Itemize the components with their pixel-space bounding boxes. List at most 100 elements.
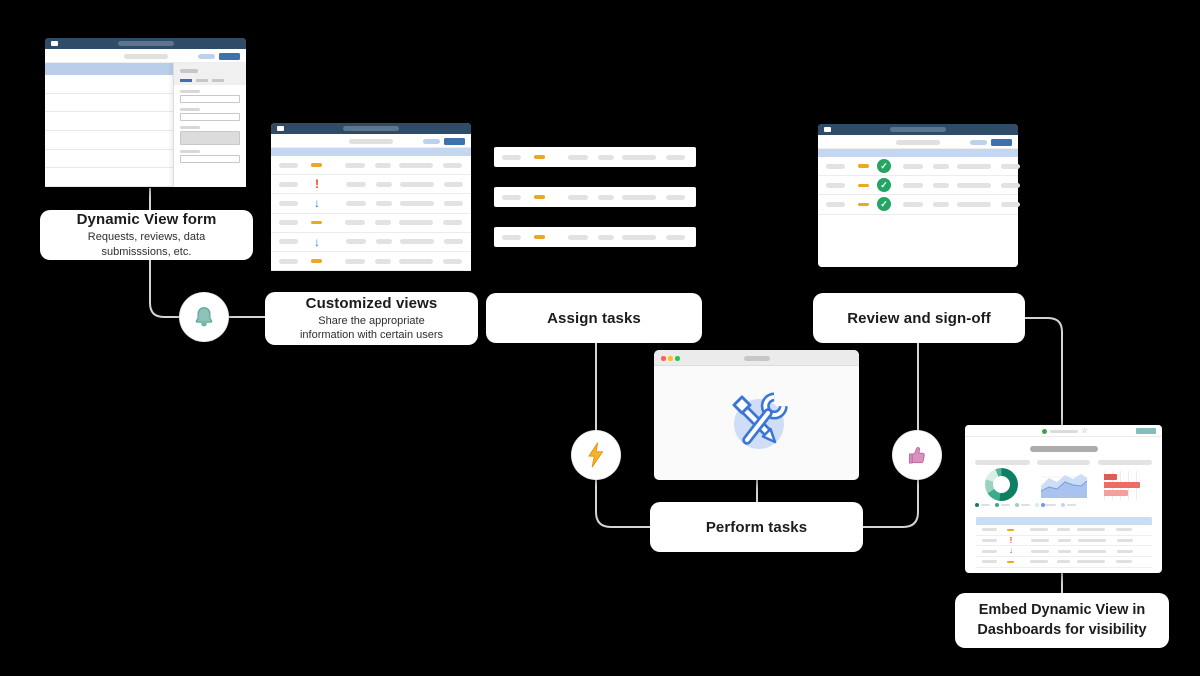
cell-placeholder <box>933 163 949 169</box>
area-legend <box>1041 503 1076 507</box>
cell-placeholder <box>1078 539 1106 543</box>
cell-placeholder <box>443 258 462 264</box>
cell-placeholder <box>826 182 845 188</box>
tab-active[interactable] <box>180 79 192 82</box>
legend-item <box>1035 503 1050 507</box>
assign-task-rows <box>494 147 696 267</box>
share-button[interactable] <box>1136 428 1156 434</box>
app-icon <box>824 127 831 132</box>
cell-placeholder <box>443 220 462 226</box>
sheet-grid <box>45 63 173 188</box>
cell-placeholder <box>598 154 614 160</box>
cell-placeholder <box>345 220 365 226</box>
table-row <box>494 227 696 247</box>
secondary-button[interactable] <box>423 138 440 144</box>
table-row <box>976 557 1152 568</box>
cell-placeholder <box>1077 560 1105 564</box>
text-input[interactable] <box>180 95 240 103</box>
bar <box>1104 490 1128 496</box>
status-dash-icon <box>858 202 869 207</box>
perform-tasks-browser-window <box>654 350 859 480</box>
cell-placeholder <box>957 163 991 169</box>
cell-placeholder <box>279 200 298 206</box>
table-row <box>494 187 696 207</box>
cell-placeholder <box>1030 528 1048 532</box>
cell-placeholder <box>1058 539 1071 543</box>
status-dash-icon <box>1007 528 1014 532</box>
cell-placeholder <box>957 182 991 188</box>
legend-item <box>995 503 1010 507</box>
cell-placeholder <box>279 239 298 245</box>
tab[interactable] <box>212 79 224 82</box>
cell-placeholder <box>982 560 997 564</box>
cell-placeholder <box>826 163 845 169</box>
connector-label-to-bell <box>149 260 266 318</box>
bell-icon <box>195 307 213 327</box>
connector-review-to-perform <box>863 343 919 528</box>
cell-placeholder <box>502 154 521 160</box>
field-label-placeholder <box>180 150 200 153</box>
customized-views-window: !↓↓ <box>271 123 471 272</box>
cell-placeholder <box>1058 549 1071 553</box>
table-row <box>271 156 471 176</box>
primary-button[interactable] <box>444 137 465 145</box>
notification-step-circle <box>180 293 228 341</box>
text-input[interactable] <box>180 113 240 121</box>
table-row: ↓ <box>271 194 471 214</box>
grid-header-row <box>271 148 471 156</box>
cell-placeholder <box>1057 560 1070 564</box>
label-title: Review and sign-off <box>847 309 991 327</box>
close-traffic-light[interactable] <box>661 356 666 361</box>
window-toolbar <box>818 135 1018 149</box>
window-toolbar <box>271 134 471 148</box>
label-embed-dashboards: Embed Dynamic View in Dashboards for vis… <box>955 593 1169 648</box>
table-row <box>976 525 1152 536</box>
window-title-placeholder <box>117 41 174 46</box>
cell-placeholder <box>279 162 298 168</box>
selected-row[interactable] <box>45 63 173 75</box>
tab[interactable] <box>196 79 208 82</box>
cell-placeholder <box>568 234 588 240</box>
table-row: ✓ <box>818 195 1020 215</box>
cell-placeholder <box>1031 539 1049 543</box>
cell-placeholder <box>666 154 685 160</box>
cell-placeholder <box>826 201 845 207</box>
down-arrow-icon: ↓ <box>314 234 320 249</box>
cell-placeholder <box>568 194 588 200</box>
panel-title-placeholder <box>180 69 198 73</box>
label-title: Embed Dynamic View in Dashboards for vis… <box>977 601 1146 640</box>
status-dash-icon <box>311 259 322 263</box>
down-arrow-icon: ↓ <box>314 196 320 211</box>
label-title: Perform tasks <box>705 518 808 536</box>
table-row: ↓ <box>271 232 471 252</box>
cell-placeholder <box>346 239 366 245</box>
secondary-button[interactable] <box>198 53 215 59</box>
form-fields <box>174 90 246 163</box>
browser-title-placeholder <box>743 355 770 361</box>
primary-button[interactable] <box>991 138 1012 146</box>
minimize-traffic-light[interactable] <box>668 356 673 361</box>
cell-placeholder <box>1001 182 1020 188</box>
star-icon[interactable]: ☆ <box>1081 425 1089 435</box>
cell-placeholder <box>622 154 656 160</box>
cell-placeholder <box>903 201 923 207</box>
table-row: ! <box>271 175 471 195</box>
cell-placeholder <box>400 239 434 245</box>
url-placeholder <box>1050 429 1078 433</box>
cell-placeholder <box>375 220 391 226</box>
legend-item <box>975 503 990 507</box>
textarea-input[interactable] <box>180 131 240 145</box>
text-input[interactable] <box>180 155 240 163</box>
empty-sheet-area <box>818 214 1018 267</box>
label-subtitle: Requests, reviews, data submisssions, et… <box>88 230 205 259</box>
automation-step-circle <box>572 431 620 479</box>
primary-button[interactable] <box>219 52 240 60</box>
subtitle-line: information with certain users <box>299 329 444 341</box>
cell-placeholder <box>400 181 434 187</box>
lightning-bolt-icon <box>588 442 604 468</box>
zoom-traffic-light[interactable] <box>675 356 680 361</box>
subtitle-line: Requests, reviews, data <box>87 231 206 244</box>
label-title: Customized views <box>305 294 438 312</box>
cell-placeholder <box>375 162 391 168</box>
secondary-button[interactable] <box>970 139 987 145</box>
